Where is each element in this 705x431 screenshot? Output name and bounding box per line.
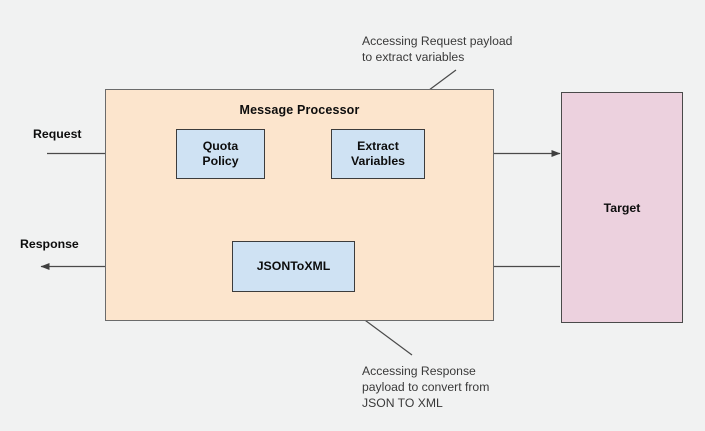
node-extract-variables[interactable]: Extract Variables: [331, 129, 425, 179]
node-extract-variables-label: Extract Variables: [350, 139, 405, 168]
annotation-request-payload: Accessing Request payload to extract var…: [362, 34, 513, 65]
node-quota-policy[interactable]: Quota Policy: [176, 129, 265, 179]
node-jsontoxml[interactable]: JSONToXML: [232, 241, 355, 292]
request-label: Request: [33, 127, 82, 141]
node-jsontoxml-label: JSONToXML: [256, 259, 331, 273]
message-processor-title: Message Processor: [239, 103, 360, 117]
annotation-response-payload: Accessing Response payload to convert fr…: [362, 364, 490, 411]
node-target[interactable]: Target: [561, 92, 683, 323]
node-target-label: Target: [603, 200, 641, 215]
response-label: Response: [20, 237, 79, 251]
node-quota-policy-label: Quota Policy: [202, 139, 239, 168]
